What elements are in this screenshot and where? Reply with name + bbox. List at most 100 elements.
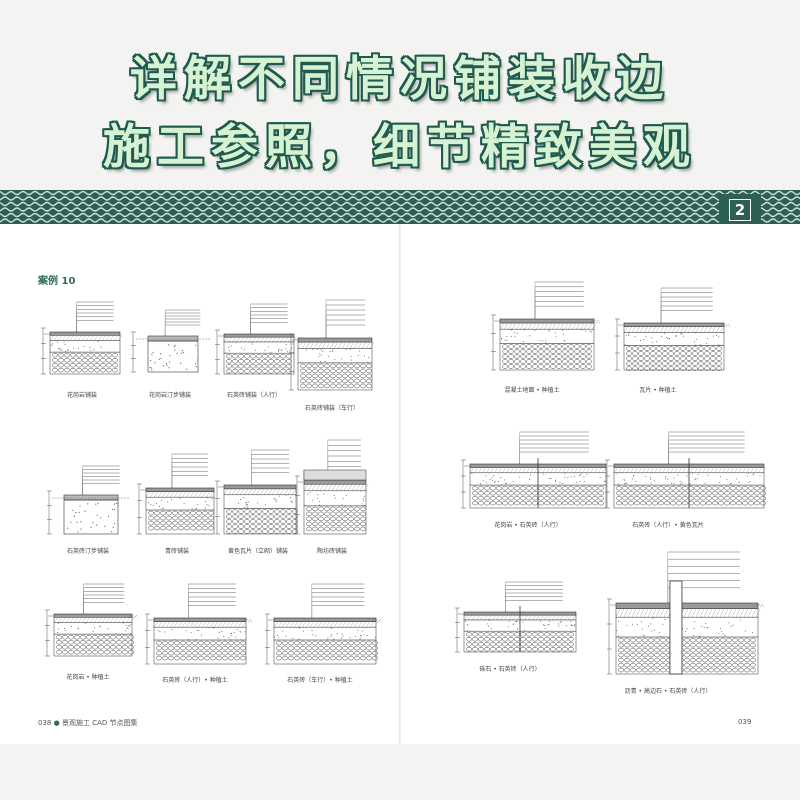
concrete-dot — [708, 475, 709, 476]
concrete-dot — [60, 348, 61, 349]
concrete-dot — [274, 636, 275, 637]
concrete-dot — [720, 476, 721, 477]
concrete-dot — [251, 342, 252, 343]
concrete-dot — [312, 634, 313, 635]
concrete-dot — [637, 624, 638, 625]
concrete-dot — [572, 625, 573, 626]
concrete-dot — [540, 621, 541, 622]
concrete-dot — [332, 350, 333, 351]
concrete-dot — [705, 483, 706, 484]
surface-layer — [154, 618, 246, 622]
aggregate-dot — [183, 352, 184, 353]
concrete-dot — [58, 348, 59, 349]
concrete-dot — [492, 480, 493, 481]
concrete-dot — [317, 498, 318, 499]
surface-layer — [298, 338, 372, 342]
caption-3: 石英砖铺装（人行） — [227, 390, 281, 399]
concrete-dot — [562, 330, 563, 331]
concrete-dot — [511, 336, 512, 337]
aggregate-dot — [196, 366, 197, 367]
concrete-dot — [275, 499, 276, 500]
concrete-dot — [201, 497, 202, 498]
concrete-dot — [219, 632, 220, 633]
concrete-dot — [562, 483, 563, 484]
concrete-dot — [274, 498, 275, 499]
concrete-dot — [197, 504, 198, 505]
concrete-dot — [331, 636, 332, 637]
concrete-dot — [504, 339, 505, 340]
concrete-dot — [100, 347, 101, 348]
aggregate-dot — [166, 365, 167, 366]
concrete-dot — [545, 628, 546, 629]
concrete-dot — [498, 481, 499, 482]
concrete-dot — [247, 507, 248, 508]
aggregate-dot — [79, 512, 80, 513]
concrete-dot — [205, 508, 206, 509]
concrete-dot — [341, 358, 342, 359]
aggregate-dot — [152, 352, 153, 353]
concrete-dot — [362, 504, 363, 505]
aggregate-dot — [111, 531, 112, 532]
caption-8: 陶坊砖铺装 — [317, 546, 347, 555]
concrete-dot — [167, 502, 168, 503]
aggregate-dot — [79, 505, 80, 506]
concrete-dot — [329, 351, 330, 352]
aggregate-dot — [80, 521, 81, 522]
aggregate-dot — [150, 360, 151, 361]
concrete-dot — [158, 630, 159, 631]
concrete-dot — [332, 351, 333, 352]
concrete-dot — [363, 500, 364, 501]
concrete-dot — [366, 635, 367, 636]
aggregate-dot — [76, 522, 77, 523]
aggregate-dot — [113, 527, 114, 528]
concrete-dot — [192, 508, 193, 509]
concrete-dot — [77, 628, 78, 629]
concrete-dot — [208, 505, 209, 506]
concrete-dot — [311, 630, 312, 631]
concrete-dot — [488, 626, 489, 627]
concrete-dot — [198, 630, 199, 631]
concrete-dot — [360, 635, 361, 636]
soil-hatch — [134, 615, 137, 618]
concrete-dot — [571, 625, 572, 626]
caption-7: 黄色瓦片（立砌）铺装 — [228, 546, 288, 555]
concrete-dot — [683, 336, 684, 337]
caption-11: 石英砖（车行）• 种植土 — [287, 675, 352, 684]
soil-hatch — [596, 320, 599, 323]
concrete-dot — [52, 343, 53, 344]
concrete-dot — [558, 624, 559, 625]
concrete-dot — [164, 631, 165, 632]
case-title: 案例 10 — [38, 272, 75, 287]
concrete-dot — [707, 338, 708, 339]
concrete-dot — [306, 350, 307, 351]
cad-detail-9 — [42, 580, 138, 662]
concrete-dot — [513, 481, 514, 482]
concrete-dot — [585, 331, 586, 332]
concrete-dot — [125, 630, 126, 631]
gravel-layer — [624, 346, 724, 370]
concrete-dot — [566, 625, 567, 626]
concrete-dot — [654, 480, 655, 481]
concrete-dot — [78, 628, 79, 629]
concrete-dot — [728, 622, 729, 623]
concrete-dot — [642, 629, 643, 630]
concrete-dot — [333, 638, 334, 639]
concrete-dot — [666, 337, 667, 338]
concrete-dot — [677, 475, 678, 476]
concrete-dot — [616, 630, 617, 631]
aggregate-dot — [180, 363, 181, 364]
concrete-layer — [224, 495, 296, 509]
concrete-dot — [363, 498, 364, 499]
concrete-dot — [633, 475, 634, 476]
aggregate-dot — [174, 346, 175, 347]
concrete-dot — [659, 632, 660, 633]
cad-detail-15 — [602, 428, 770, 514]
concrete-dot — [350, 637, 351, 638]
concrete-dot — [264, 350, 265, 351]
concrete-dot — [240, 499, 241, 500]
concrete-dot — [171, 499, 172, 500]
concrete-dot — [701, 626, 702, 627]
concrete-dot — [673, 478, 674, 479]
concrete-dot — [696, 339, 697, 340]
caption-4: 石英砖铺装（车行） — [305, 403, 359, 412]
